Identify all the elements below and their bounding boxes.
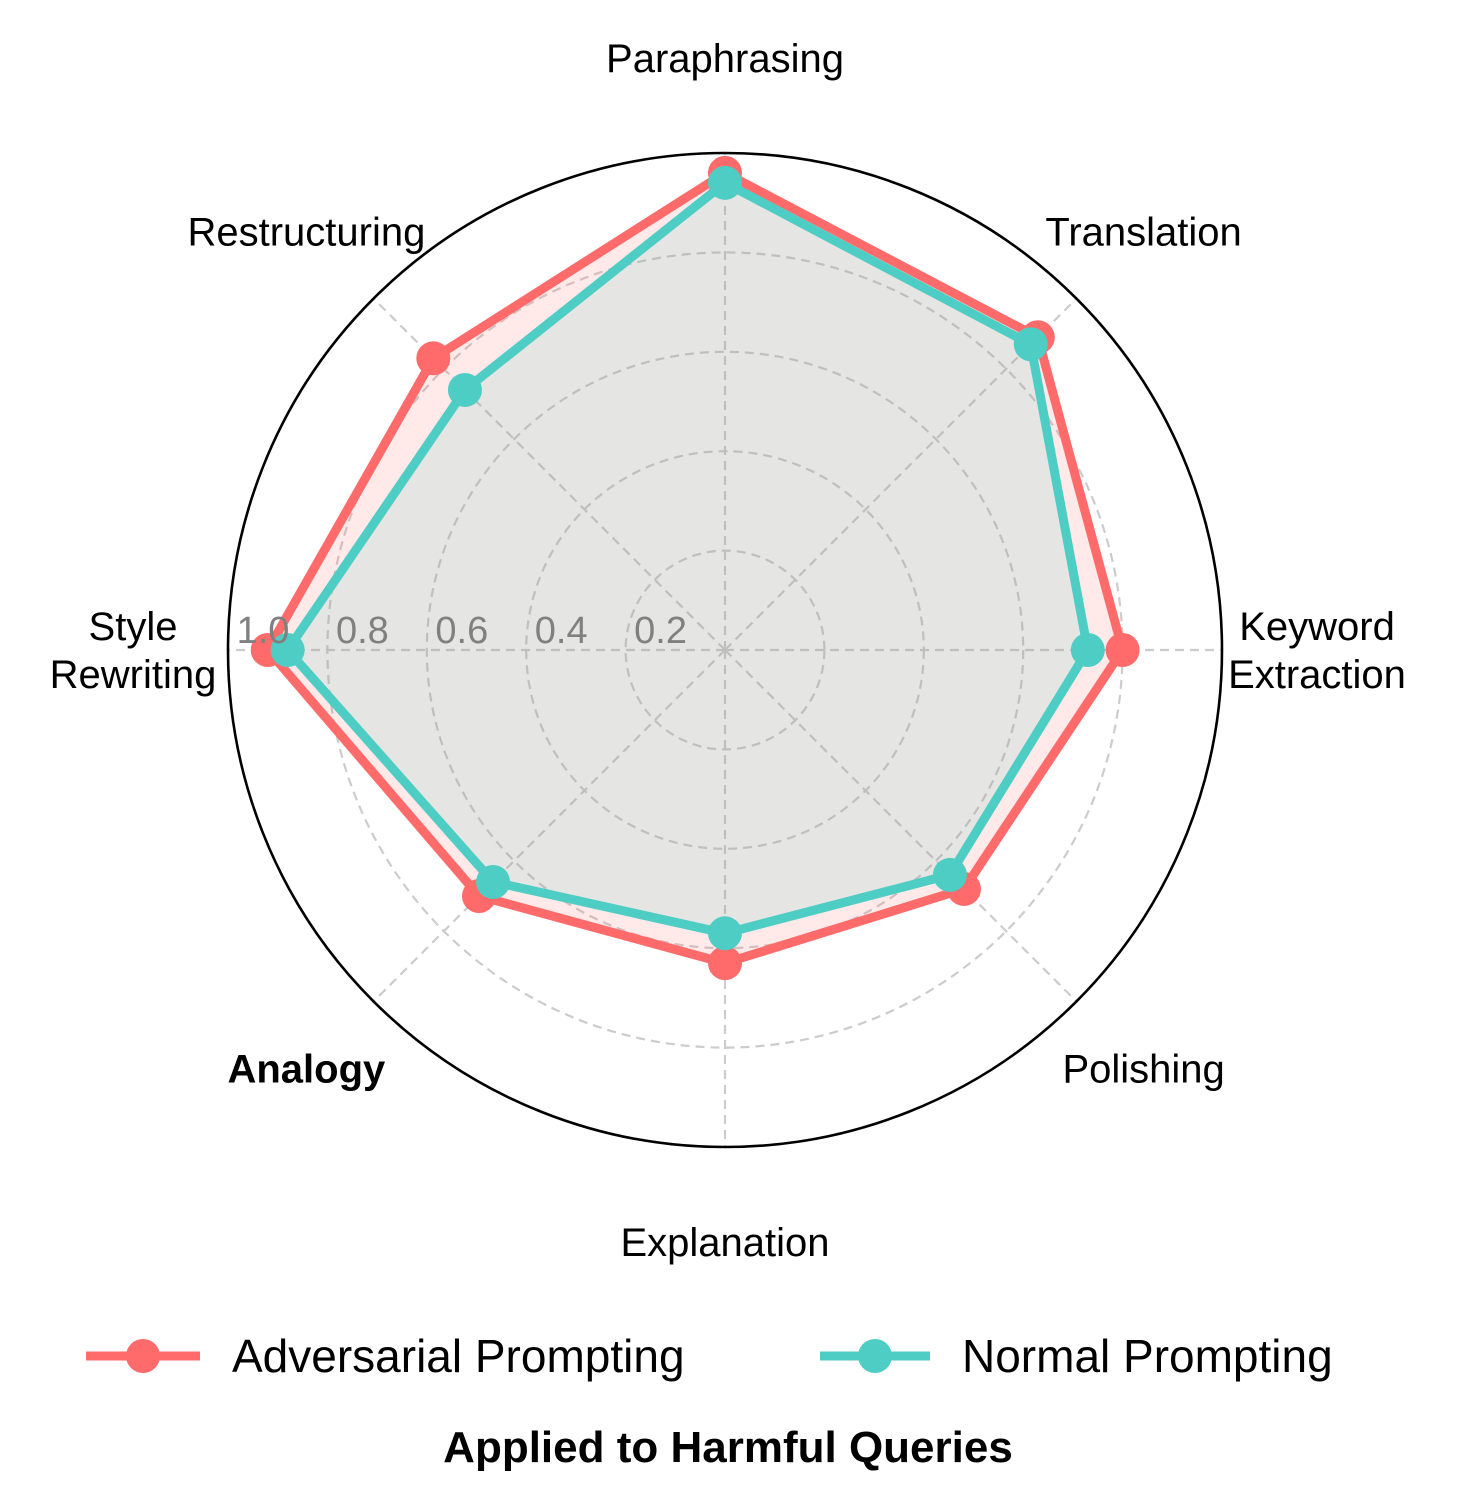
category-label-polishing: Polishing <box>1062 1048 1224 1092</box>
series-fill-adversarial-prompting <box>267 172 1123 964</box>
legend-label-normal-prompting: Normal Prompting <box>962 1330 1333 1382</box>
category-label-paraphrasing: Paraphrasing <box>606 37 844 81</box>
series-fill-normal-prompting <box>287 182 1088 934</box>
point-normal-prompting-explanation <box>708 916 742 951</box>
r-tick-label: 0.4 <box>535 610 588 652</box>
category-label-analogy: Analogy <box>227 1048 386 1092</box>
grid-spoke <box>372 649 726 1003</box>
legend-marker-normal-prompting <box>858 1339 892 1373</box>
outer-frame <box>226 151 1224 1149</box>
point-adversarial-prompting-keyword-extraction <box>1105 633 1140 667</box>
grid-spoke <box>724 297 1078 651</box>
legend-label-adversarial-prompting: Adversarial Prompting <box>232 1330 685 1382</box>
point-adversarial-prompting-restructuring <box>416 341 451 376</box>
r-tick-label: 0.8 <box>336 610 389 652</box>
point-normal-prompting-analogy <box>476 864 511 899</box>
r-tick-label: 0.6 <box>435 610 488 652</box>
chart-caption: Applied to Harmful Queries <box>443 1423 1013 1472</box>
series-layer <box>250 155 1140 981</box>
tick-label-layer: 0.2 0.4 0.6 0.8 1.0 <box>237 610 687 652</box>
point-normal-prompting-translation <box>1013 327 1048 362</box>
legend-marker-adversarial-prompting <box>126 1339 160 1373</box>
r-tick-label: 1.0 <box>237 610 290 652</box>
point-normal-prompting-polishing <box>932 857 967 892</box>
point-adversarial-prompting-explanation <box>708 946 742 981</box>
grid-spoke <box>372 297 726 651</box>
point-normal-prompting-restructuring <box>447 372 482 407</box>
point-normal-prompting-paraphrasing <box>708 165 742 200</box>
category-label-explanation: Explanation <box>620 1221 829 1265</box>
legend: Adversarial Prompting Normal Prompting <box>86 1330 1333 1382</box>
category-label-translation: Translation <box>1045 210 1241 254</box>
r-tick-label: 0.2 <box>634 610 687 652</box>
category-label-restructuring: Restructuring <box>187 210 425 254</box>
grid-ring-0-2 <box>624 549 826 751</box>
point-normal-prompting-keyword-extraction <box>1070 633 1105 667</box>
point-normal-prompting-style-rewriting <box>270 633 305 667</box>
grid-spoke <box>724 649 1078 1003</box>
